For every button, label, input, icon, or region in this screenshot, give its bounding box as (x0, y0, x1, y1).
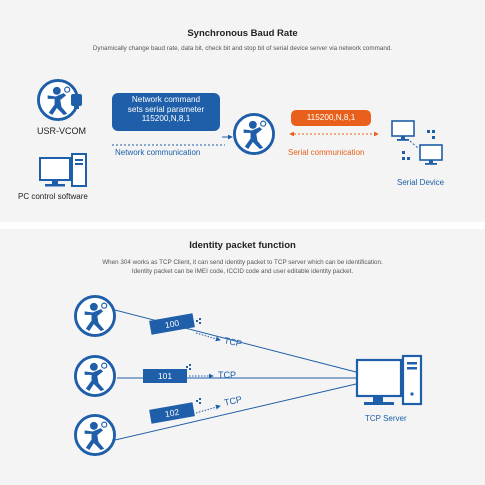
command-line-1: Network command (131, 95, 201, 104)
param-box: 115200,N,8,1 (291, 110, 371, 126)
serial-device-icon (391, 120, 443, 166)
server-person-icon (233, 113, 275, 155)
identity-subtitle-2: Identity packet can be IMEI code, ICCID … (131, 268, 354, 275)
packet-proto-2: TCP (218, 370, 236, 380)
pc-icon (39, 153, 87, 187)
network-label: Network communication (115, 148, 201, 157)
client-3-icon (74, 414, 116, 456)
link-3 (114, 383, 357, 441)
client-2-icon (74, 355, 116, 397)
command-box: Network command sets serial parameter 11… (112, 93, 220, 131)
serial-label: Serial communication (288, 148, 365, 157)
server-label: TCP Server (365, 414, 407, 423)
device-label: Serial Device (397, 178, 445, 187)
identity-title: Identity packet function (189, 240, 296, 251)
command-line-3: 115200,N,8,1 (141, 114, 191, 123)
baud-subtitle: Dynamically change baud rate, data bit, … (92, 45, 393, 52)
identity-subtitle-1: When 304 works as TCP Client, it can sen… (102, 259, 383, 266)
command-line-2: sets serial parameter (127, 104, 205, 114)
packet-id-2: 101 (143, 369, 187, 383)
client-1-icon (74, 295, 116, 337)
vcom-label: USR-VCOM (37, 126, 86, 136)
baud-title: Synchronous Baud Rate (187, 28, 298, 39)
pc-label: PC control software (18, 192, 88, 201)
plug-icon (71, 94, 82, 109)
server-icon (355, 354, 423, 406)
